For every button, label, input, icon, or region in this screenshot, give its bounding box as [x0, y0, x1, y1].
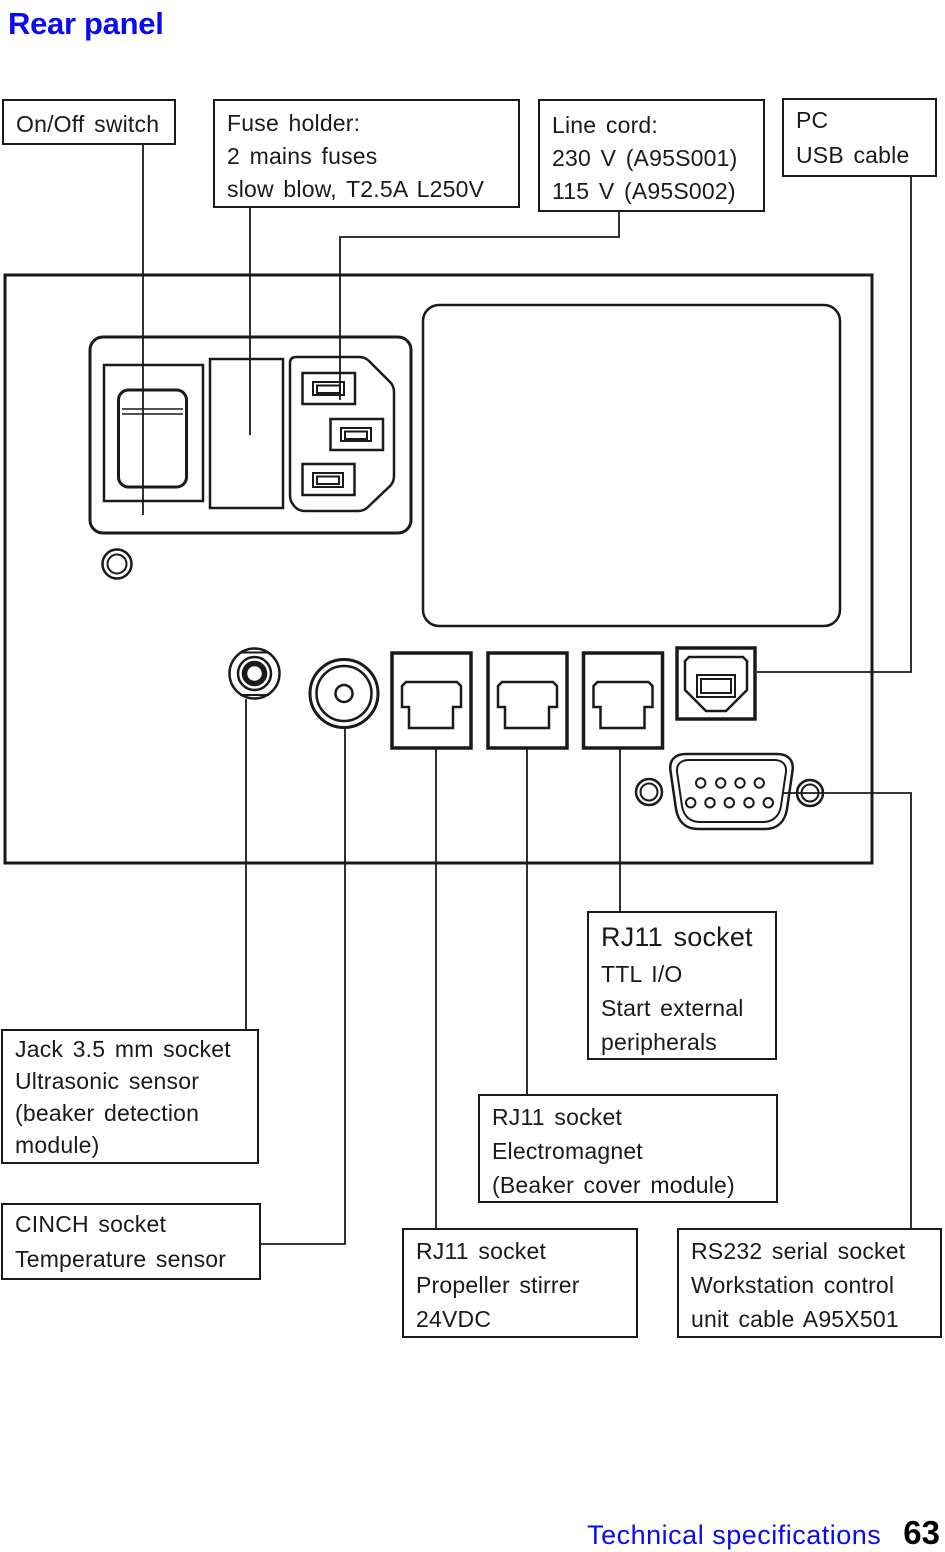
callout-rj11-electromagnet: RJ11 socket Electromagnet (Beaker cover … [478, 1094, 778, 1203]
callout-text: Ultrasonic sensor [15, 1068, 200, 1094]
page-title: Rear panel [8, 6, 164, 41]
leader-cinch-socket [260, 727, 346, 1245]
callout-text: Propeller stirrer [416, 1272, 580, 1298]
callout-text: Line cord: [552, 112, 659, 138]
callout-text: 230 V (A95S001) [552, 145, 738, 171]
callout-fuse-holder: Fuse holder: 2 mains fuses slow blow, T2… [213, 99, 520, 208]
callout-text: PC [796, 107, 829, 133]
callout-text: (beaker detection [15, 1100, 200, 1126]
callout-rs232-socket: RS232 serial socket Workstation control … [677, 1228, 942, 1338]
iec-inlet-graphic [288, 355, 396, 513]
callout-jack-socket: Jack 3.5 mm socket Ultrasonic sensor (be… [1, 1029, 259, 1164]
callout-text: Fuse holder: [227, 110, 361, 136]
callout-cinch-socket: CINCH socket Temperature sensor [1, 1203, 261, 1280]
db9-serial-socket-graphic [634, 752, 825, 831]
callout-rj11-ttl: RJ11 socket TTL I/O Start external perip… [587, 911, 777, 1060]
leader-rs232 [782, 792, 912, 1229]
callout-text: peripherals [601, 1029, 717, 1055]
callout-text: TTL I/O [601, 961, 683, 987]
on-off-switch-graphic [102, 363, 205, 503]
callout-text: RJ11 socket [601, 922, 753, 952]
leader-line-cord [339, 212, 620, 400]
callout-line-cord: Line cord: 230 V (A95S001) 115 V (A95S00… [538, 99, 765, 212]
callout-text: unit cable A95X501 [691, 1306, 899, 1332]
callout-text: On/Off switch [16, 111, 160, 137]
fuse-holder-graphic [208, 357, 285, 510]
callout-text: CINCH socket [15, 1211, 167, 1237]
leader-pc-usb [757, 177, 912, 673]
rj11-socket-3-graphic [581, 651, 665, 750]
footer-section-title: Technical specifications [587, 1520, 882, 1550]
callout-text: USB cable [796, 142, 910, 168]
callout-text: RJ11 socket [492, 1104, 623, 1130]
callout-text: Electromagnet [492, 1138, 643, 1164]
callout-pc-usb-cable: PC USB cable [782, 98, 937, 177]
screw-hole-graphic [101, 548, 133, 580]
callout-text: Start external [601, 995, 744, 1021]
callout-text: 115 V (A95S002) [552, 178, 736, 204]
callout-text: Temperature sensor [15, 1246, 227, 1272]
callout-on-off-switch: On/Off switch [2, 99, 176, 145]
footer-page-number: 63 [903, 1514, 940, 1551]
callout-text: Jack 3.5 mm socket [15, 1036, 231, 1062]
rj11-socket-1-graphic [390, 651, 473, 750]
cinch-socket-graphic [308, 658, 380, 729]
callout-text: RS232 serial socket [691, 1238, 906, 1264]
display-cutout-graphic [421, 303, 842, 628]
usb-b-socket-graphic [675, 646, 757, 721]
callout-text: 24VDC [416, 1306, 492, 1332]
jack-socket-graphic [228, 647, 281, 700]
callout-text: Workstation control [691, 1272, 895, 1298]
callout-text: slow blow, T2.5A L250V [227, 176, 485, 202]
rear-panel-outline [3, 273, 874, 865]
callout-text: (Beaker cover module) [492, 1172, 735, 1198]
callout-rj11-stirrer: RJ11 socket Propeller stirrer 24VDC [402, 1228, 638, 1338]
callout-text: module) [15, 1132, 100, 1158]
rj11-socket-2-graphic [486, 651, 569, 750]
callout-text: RJ11 socket [416, 1238, 547, 1264]
page-footer: Technical specifications 63 [587, 1514, 940, 1552]
callout-text: 2 mains fuses [227, 143, 378, 169]
